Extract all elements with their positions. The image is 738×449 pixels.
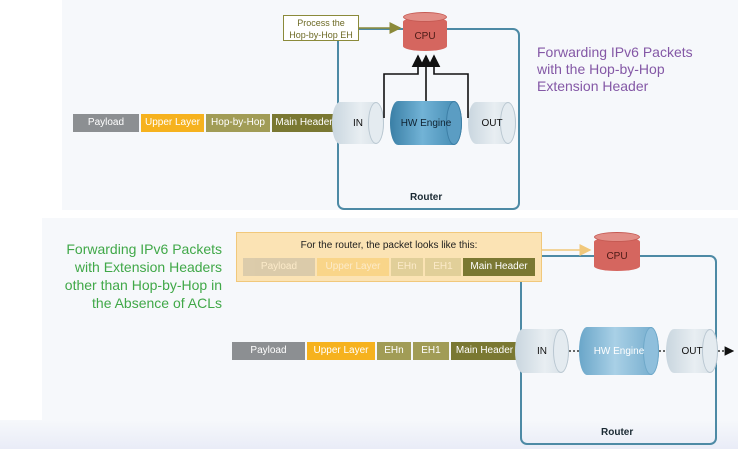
top-router-label: Router — [410, 192, 443, 203]
tooltip-packet-ehn: EHn — [391, 258, 423, 276]
bottom-packet-upper-layer: Upper Layer — [307, 342, 375, 360]
callout-line-2: Hop-by-Hop EH — [289, 30, 353, 40]
bottom-hw-engine: HW Engine — [579, 327, 659, 375]
top-out-label: OUT — [481, 117, 503, 129]
tooltip-text: For the router, the packet looks like th… — [300, 240, 478, 251]
hop-by-hop-callout: Process the Hop-by-Hop EH — [283, 15, 359, 41]
bottom-cpu-label: CPU — [606, 250, 628, 262]
top-cpu-label: CPU — [414, 30, 436, 42]
bottom-packet-main-header: Main Header — [451, 342, 518, 360]
bottom-packet-eh1: EH1 — [413, 342, 449, 360]
top-out-queue: OUT — [468, 102, 516, 144]
top-in-queue: IN — [332, 102, 384, 144]
top-hw-engine: HW Engine — [390, 101, 462, 145]
bottom-out-label: OUT — [681, 345, 703, 357]
in-to-cpu-arrow — [383, 54, 425, 118]
top-diagram-title: Forwarding IPv6 Packets with the Hop-by-… — [537, 44, 693, 95]
bottom-title-line-1: Forwarding IPv6 Packets — [66, 241, 222, 257]
top-cpu: CPU — [403, 12, 447, 51]
bottom-diagram-title: Forwarding IPv6 Packets with Extension H… — [46, 240, 222, 312]
callout-line-1: Process the — [297, 18, 345, 28]
top-packet-hop-by-hop: Hop-by-Hop — [206, 114, 270, 132]
top-title-line-2: with the Hop-by-Hop — [537, 61, 665, 77]
top-in-label: IN — [353, 117, 363, 129]
tooltip-packet-main-header: Main Header — [463, 258, 535, 276]
bottom-packet-payload: Payload — [232, 342, 305, 360]
bottom-hw-engine-label: HW Engine — [593, 345, 645, 357]
tooltip-packet-payload: Payload — [243, 258, 315, 276]
bottom-title-line-4: the Absence of ACLs — [92, 295, 222, 311]
bottom-packet-ehn: EHn — [377, 342, 411, 360]
top-packet-payload: Payload — [73, 114, 139, 132]
tooltip-packet-eh1: EH1 — [425, 258, 461, 276]
bottom-in-queue: IN — [515, 329, 569, 373]
bottom-title-line-3: other than Hop-by-Hop in — [64, 277, 222, 293]
out-to-cpu-arrow — [427, 54, 469, 118]
top-title-line-3: Extension Header — [537, 78, 649, 94]
top-packet-upper-layer: Upper Layer — [141, 114, 204, 132]
bottom-router-label: Router — [601, 427, 634, 438]
bottom-out-queue: OUT — [666, 329, 718, 373]
top-hw-engine-label: HW Engine — [400, 117, 452, 129]
top-packet-main-header: Main Header — [272, 114, 336, 132]
bottom-in-label: IN — [537, 345, 547, 357]
bottom-cpu: CPU — [594, 232, 640, 271]
bottom-title-line-2: with Extension Headers — [74, 259, 222, 275]
top-title-line-1: Forwarding IPv6 Packets — [537, 44, 693, 60]
tooltip-packet-upper-layer: Upper Layer — [317, 258, 389, 276]
